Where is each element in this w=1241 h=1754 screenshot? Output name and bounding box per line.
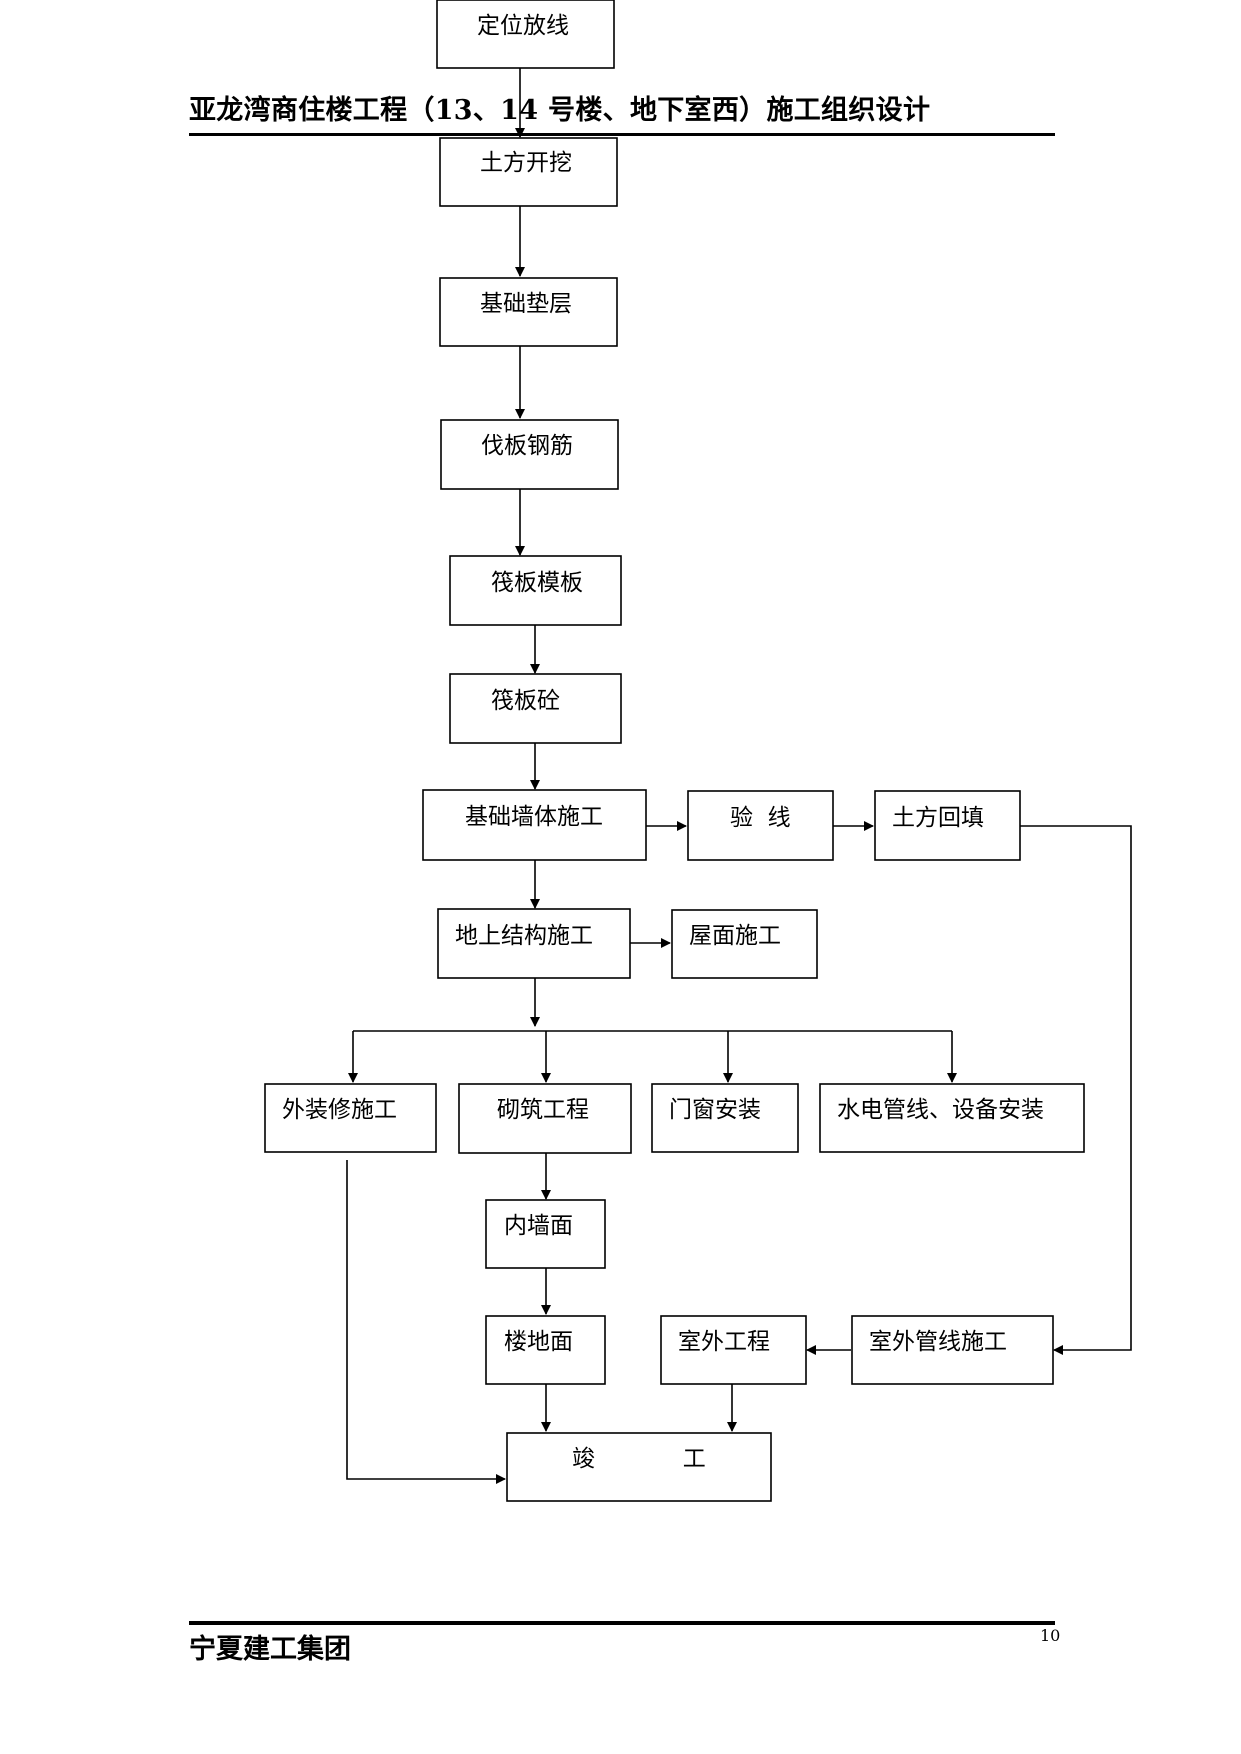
flowchart-node-n18: 室外工程 bbox=[660, 1315, 807, 1385]
node-label: 验 线 bbox=[730, 805, 791, 831]
node-label: 定位放线 bbox=[477, 13, 569, 39]
footer-rule bbox=[189, 1621, 1055, 1625]
node-label: 基础垫层 bbox=[480, 291, 572, 317]
arrow-n9-n19 bbox=[1020, 825, 1132, 1355]
node-label: 楼地面 bbox=[504, 1329, 573, 1355]
node-label: 砌筑工程 bbox=[497, 1097, 589, 1123]
flowchart-node-n1: 定位放线 bbox=[436, 0, 615, 69]
node-label: 土方开挖 bbox=[480, 150, 572, 176]
node-label: 筏板模板 bbox=[491, 570, 583, 596]
node-label: 室外管线施工 bbox=[869, 1329, 1007, 1355]
node-label: 地上结构施工 bbox=[455, 923, 593, 949]
arrow-n12-n20 bbox=[346, 1160, 506, 1484]
flowchart-node-n5: 筏板模板 bbox=[449, 555, 622, 626]
flowchart-node-n7: 基础墙体施工 bbox=[422, 789, 647, 861]
page-title: 亚龙湾商住楼工程（13、14 号楼、地下室西）施工组织设计 bbox=[189, 95, 931, 126]
node-label: 筏板砼 bbox=[491, 688, 560, 714]
flowchart-node-n8: 验 线 bbox=[687, 790, 834, 861]
flowchart-node-n6: 筏板砼 bbox=[449, 673, 622, 744]
page-number: 10 bbox=[1040, 1626, 1061, 1645]
flowchart-node-n11: 屋面施工 bbox=[671, 909, 818, 979]
flowchart-connectors bbox=[346, 68, 1132, 1484]
flowchart-node-n20: 竣 工 bbox=[506, 1432, 772, 1502]
flowchart-node-n3: 基础垫层 bbox=[439, 277, 618, 347]
flowchart-node-n17: 楼地面 bbox=[485, 1315, 606, 1385]
node-label: 水电管线、设备安装 bbox=[837, 1097, 1044, 1123]
node-label: 基础墙体施工 bbox=[465, 804, 603, 830]
node-label: 伐板钢筋 bbox=[481, 433, 573, 459]
node-label: 室外工程 bbox=[678, 1329, 770, 1355]
flowchart-node-n16: 内墙面 bbox=[485, 1199, 606, 1269]
node-label: 竣 工 bbox=[572, 1446, 706, 1472]
flowchart-node-n10: 地上结构施工 bbox=[437, 908, 631, 979]
flowchart-node-n9: 土方回填 bbox=[874, 790, 1021, 861]
flowchart-node-n4: 伐板钢筋 bbox=[440, 419, 619, 490]
header-rule bbox=[189, 133, 1055, 136]
node-label: 内墙面 bbox=[504, 1213, 573, 1239]
flowchart-node-n15: 水电管线、设备安装 bbox=[819, 1083, 1085, 1153]
footer-organization: 宁夏建工集团 bbox=[189, 1634, 351, 1665]
node-label: 门窗安装 bbox=[669, 1097, 761, 1123]
flowchart-node-n13: 砌筑工程 bbox=[458, 1083, 632, 1154]
flowchart-node-n14: 门窗安装 bbox=[651, 1083, 799, 1153]
flowchart-node-n2: 土方开挖 bbox=[439, 137, 618, 207]
flowchart-node-n12: 外装修施工 bbox=[264, 1083, 437, 1153]
node-label: 外装修施工 bbox=[282, 1097, 397, 1123]
node-label: 屋面施工 bbox=[689, 923, 781, 949]
flowchart-node-n19: 室外管线施工 bbox=[851, 1315, 1054, 1385]
node-label: 土方回填 bbox=[892, 805, 984, 831]
